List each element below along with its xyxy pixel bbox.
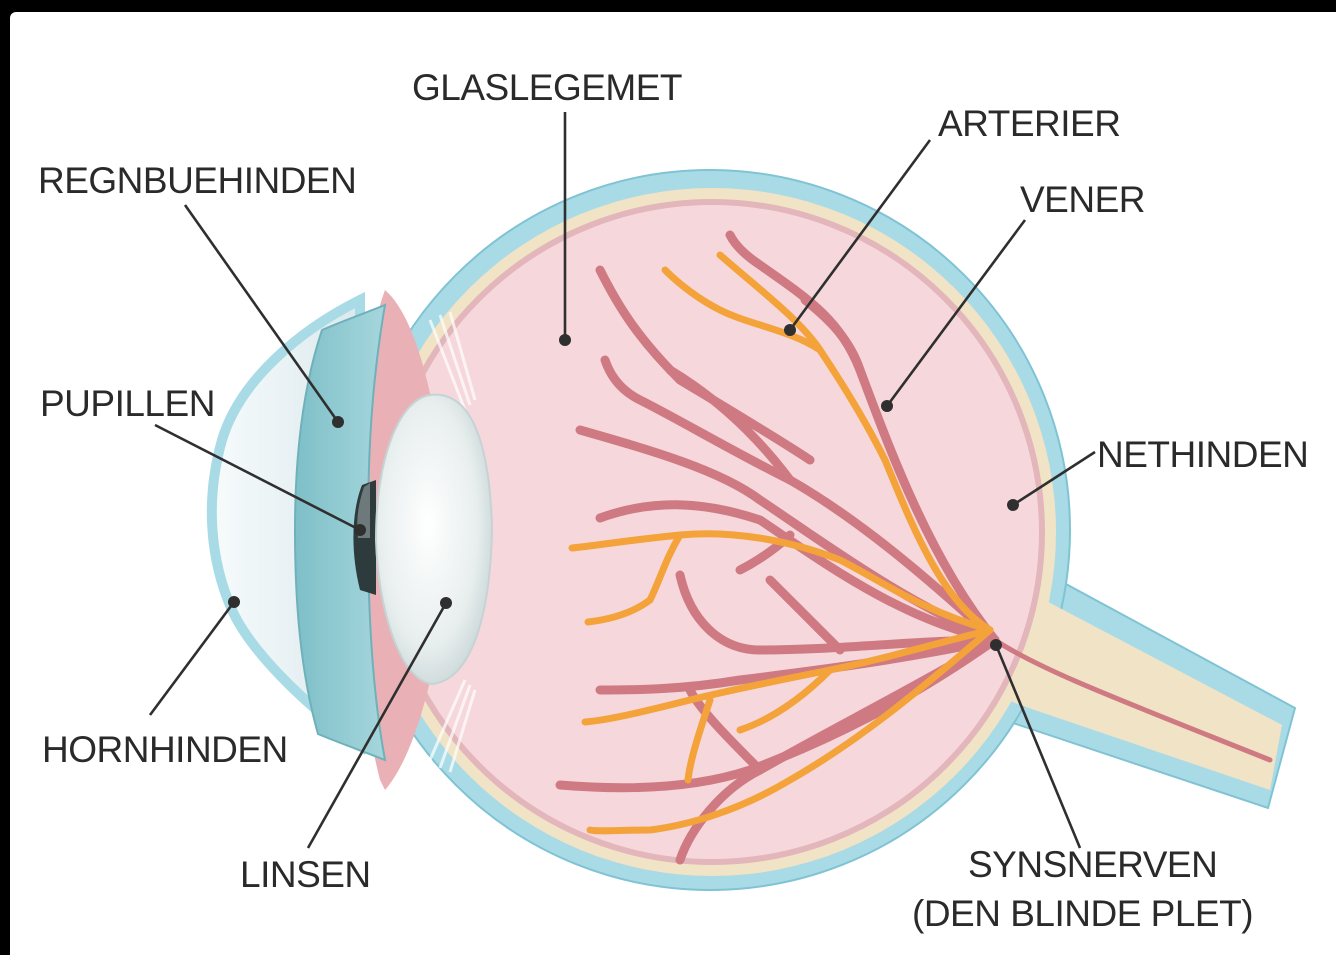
dot-linsen xyxy=(440,597,452,609)
label-vener: VENER xyxy=(1020,179,1145,220)
label-arterier: ARTERIER xyxy=(938,103,1120,144)
dot-pupillen xyxy=(354,524,366,536)
label-regnbuehinden: REGNBUEHINDEN xyxy=(38,160,356,201)
label-hornhinden: HORNHINDEN xyxy=(42,729,288,770)
label-nethinden: NETHINDEN xyxy=(1097,434,1308,475)
dot-nethinden xyxy=(1007,499,1019,511)
dot-arterier xyxy=(784,324,796,336)
label-pupillen: PUPILLEN xyxy=(40,383,215,424)
label-linsen: LINSEN xyxy=(240,854,371,895)
dot-regnbuehinden xyxy=(332,416,344,428)
eyeball xyxy=(212,170,1295,890)
label-synsnerven-line1: SYNSNERVEN xyxy=(968,844,1217,885)
dot-glaslegemet xyxy=(559,334,571,346)
label-synsnerven-line2: (DEN BLINDE PLET) xyxy=(912,893,1253,934)
dot-synsnerven xyxy=(990,639,1002,651)
dot-vener xyxy=(881,400,893,412)
leader-hornhinden xyxy=(150,602,234,715)
lens xyxy=(376,395,492,684)
label-glaslegemet: GLASLEGEMET xyxy=(412,67,682,108)
dot-hornhinden xyxy=(228,596,240,608)
